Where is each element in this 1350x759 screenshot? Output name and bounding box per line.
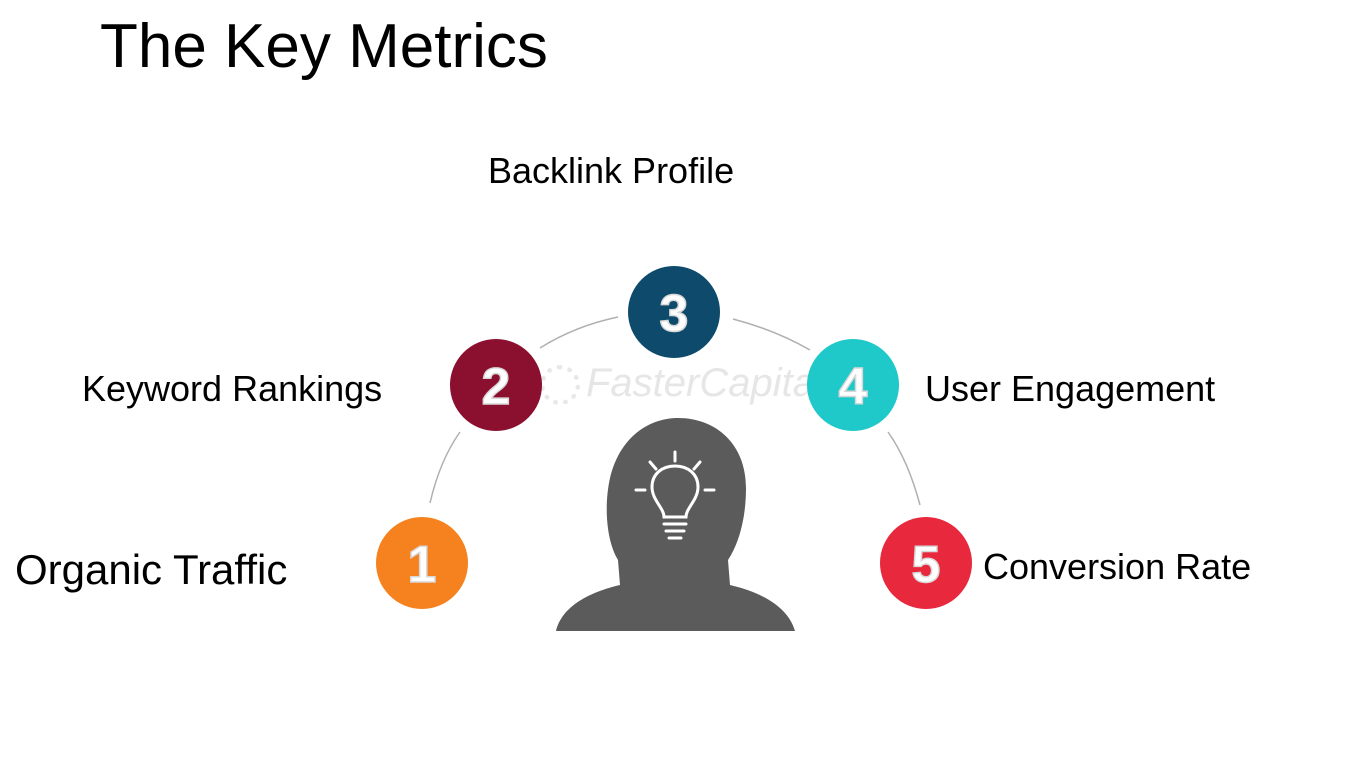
gear-icon	[540, 365, 580, 406]
label-conversion-rate: Conversion Rate	[983, 546, 1252, 587]
label-organic-traffic: Organic Traffic	[15, 546, 288, 593]
lightbulb-icon	[634, 450, 716, 540]
arc-segment-1-2	[429, 431, 461, 504]
metric-circle-fill	[807, 339, 899, 431]
metric-circle-user-engagement: 4	[807, 339, 899, 431]
metric-circle-fill	[880, 517, 972, 609]
arc-segment-4-5	[887, 431, 921, 506]
label-keyword-rankings: Keyword Rankings	[82, 368, 383, 409]
connector-arc	[429, 316, 921, 506]
watermark-text: FasterCapital	[586, 361, 824, 405]
metric-circle-keyword-rankings: 2	[450, 339, 542, 431]
metric-circle-backlink-profile: 3	[628, 266, 720, 358]
metric-circle-organic-traffic: 1	[376, 517, 468, 609]
metric-circle-fill	[450, 339, 542, 431]
metric-number: 1	[408, 536, 437, 594]
watermark: FasterCapital	[540, 358, 824, 408]
metric-number: 4	[839, 358, 868, 416]
arc-segment-2-3	[539, 316, 619, 349]
label-user-engagement: User Engagement	[925, 368, 1216, 409]
metric-number: 2	[482, 358, 511, 416]
metric-number: 5	[912, 536, 941, 594]
page-title: The Key Metrics	[100, 12, 548, 81]
arc-segment-3-4	[732, 318, 811, 351]
metric-circles: 1 2 3 4 5	[376, 266, 972, 609]
label-backlink-profile: Backlink Profile	[488, 150, 735, 191]
head-with-lightbulb-icon	[556, 418, 795, 631]
metric-circle-conversion-rate: 5	[880, 517, 972, 609]
metric-number: 3	[660, 285, 689, 343]
metric-circle-fill	[628, 266, 720, 358]
metric-circle-fill	[376, 517, 468, 609]
